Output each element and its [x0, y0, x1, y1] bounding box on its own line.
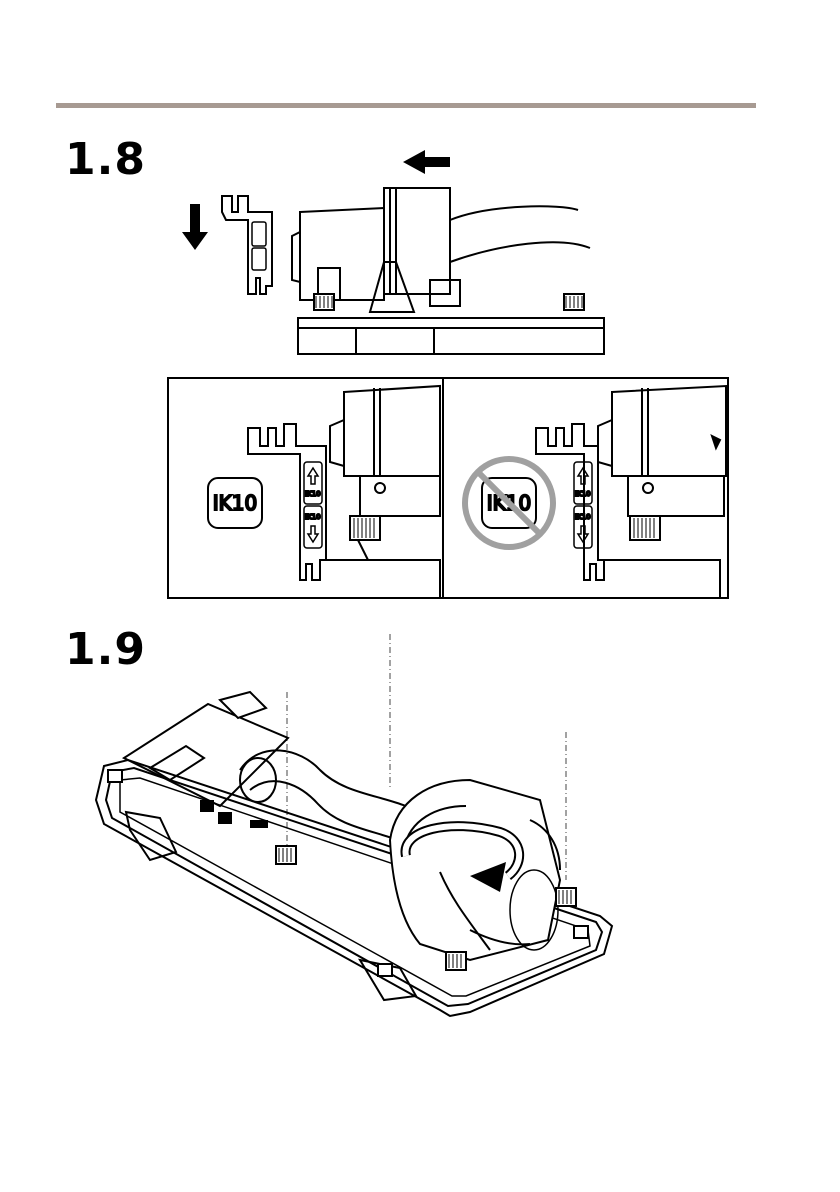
- ik10-label-ok: IK10: [213, 491, 257, 515]
- bracket-mark-upper-2: IK10: [575, 490, 591, 498]
- bracket-mark-lower-2: IK10: [575, 513, 591, 521]
- step-1-9-illustration: [96, 634, 612, 1016]
- bracket-tool: [536, 424, 604, 580]
- prohibition-icon: [465, 459, 553, 547]
- step-1-8-illustration: [182, 150, 604, 354]
- panel-not-ok: IK10 IK10 IK10: [465, 386, 726, 598]
- panel-ok: IK10 IK10 IK10: [208, 386, 440, 598]
- arrow-down-icon: [182, 204, 208, 250]
- arrow-left-icon: [403, 150, 450, 174]
- bracket-tool: [222, 196, 272, 294]
- bracket-mark-upper: IK10: [305, 490, 321, 498]
- bracket-mark-lower: IK10: [305, 513, 321, 521]
